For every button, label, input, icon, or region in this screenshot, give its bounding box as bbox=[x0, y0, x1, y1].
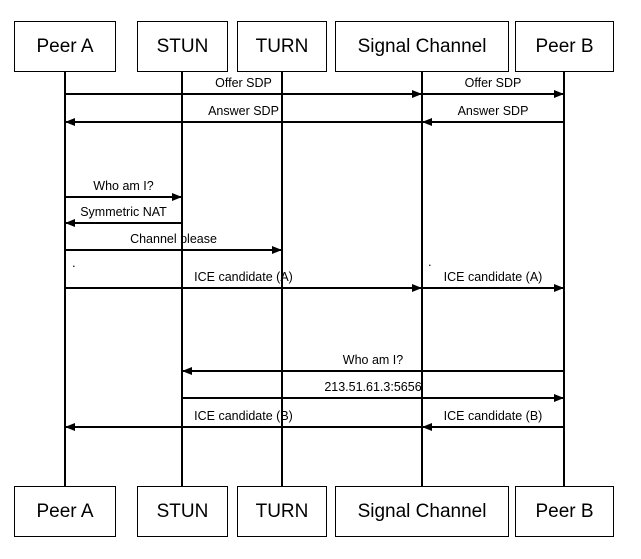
message-arrowhead-left-icon bbox=[422, 118, 432, 127]
message-arrowhead-right-icon bbox=[554, 284, 564, 293]
message-label: Offer SDP bbox=[215, 76, 272, 90]
participant-label: Peer B bbox=[535, 35, 594, 57]
participant-label: Peer A bbox=[36, 500, 94, 522]
participant-box-top: TURN bbox=[237, 21, 327, 72]
participant-box-bottom: Peer A bbox=[14, 486, 116, 537]
message-line bbox=[422, 426, 564, 428]
participant-box-top: Peer B bbox=[515, 21, 614, 72]
dot-mark: . bbox=[72, 255, 76, 270]
message-line bbox=[182, 397, 564, 399]
message-line bbox=[65, 222, 182, 224]
participant-box-bottom: STUN bbox=[137, 486, 228, 537]
message-label: ICE candidate (A) bbox=[443, 270, 543, 284]
message-arrowhead-right-icon bbox=[412, 90, 422, 99]
participant-box-top: STUN bbox=[137, 21, 228, 72]
message-label: Who am I? bbox=[342, 353, 404, 367]
participant-box-bottom: Peer B bbox=[515, 486, 614, 537]
message-label: Offer SDP bbox=[464, 76, 522, 90]
message-arrowhead-right-icon bbox=[554, 90, 564, 99]
dot-mark: . bbox=[428, 254, 432, 269]
message-arrowhead-left-icon bbox=[65, 423, 75, 432]
message-arrowhead-left-icon bbox=[182, 367, 192, 376]
participant-box-bottom: TURN bbox=[237, 486, 327, 537]
participant-label: Signal Channel bbox=[357, 35, 487, 57]
message-arrowhead-right-icon bbox=[554, 394, 564, 403]
message-label: Channel please bbox=[130, 232, 217, 246]
message-label: Answer SDP bbox=[208, 104, 279, 118]
message-arrowhead-right-icon bbox=[412, 284, 422, 293]
participant-label: STUN bbox=[156, 500, 209, 522]
lifeline bbox=[181, 72, 183, 486]
message-line bbox=[422, 93, 564, 95]
message-arrowhead-left-icon bbox=[65, 219, 75, 228]
message-label: Who am I? bbox=[93, 179, 154, 193]
message-arrowhead-left-icon bbox=[65, 118, 75, 127]
message-line bbox=[65, 121, 422, 123]
message-line bbox=[65, 249, 282, 251]
message-label: ICE candidate (B) bbox=[194, 409, 293, 423]
participant-box-bottom: Signal Channel bbox=[335, 486, 509, 537]
message-arrowhead-right-icon bbox=[272, 246, 282, 255]
participant-box-top: Peer A bbox=[14, 21, 116, 72]
lifeline bbox=[64, 72, 66, 486]
message-label: ICE candidate (A) bbox=[194, 270, 293, 284]
participant-label: STUN bbox=[156, 35, 209, 57]
message-label: ICE candidate (B) bbox=[443, 409, 543, 423]
participant-label: Peer B bbox=[535, 500, 594, 522]
lifeline bbox=[563, 72, 565, 486]
message-line bbox=[65, 196, 182, 198]
message-arrowhead-left-icon bbox=[422, 423, 432, 432]
message-label: Answer SDP bbox=[457, 104, 529, 118]
participant-label: Peer A bbox=[36, 35, 94, 57]
message-line bbox=[422, 121, 564, 123]
message-line bbox=[422, 287, 564, 289]
message-line bbox=[65, 93, 422, 95]
message-label: 213.51.61.3:5656 bbox=[324, 380, 422, 394]
message-line bbox=[182, 370, 564, 372]
participant-box-top: Signal Channel bbox=[335, 21, 509, 72]
participant-label: TURN bbox=[255, 35, 309, 57]
message-line bbox=[65, 426, 422, 428]
message-label: Symmetric NAT bbox=[80, 205, 167, 219]
message-line bbox=[65, 287, 422, 289]
message-arrowhead-right-icon bbox=[172, 193, 182, 202]
lifeline bbox=[281, 72, 283, 486]
participant-label: Signal Channel bbox=[357, 500, 487, 522]
lifeline bbox=[421, 72, 423, 486]
participant-label: TURN bbox=[255, 500, 309, 522]
